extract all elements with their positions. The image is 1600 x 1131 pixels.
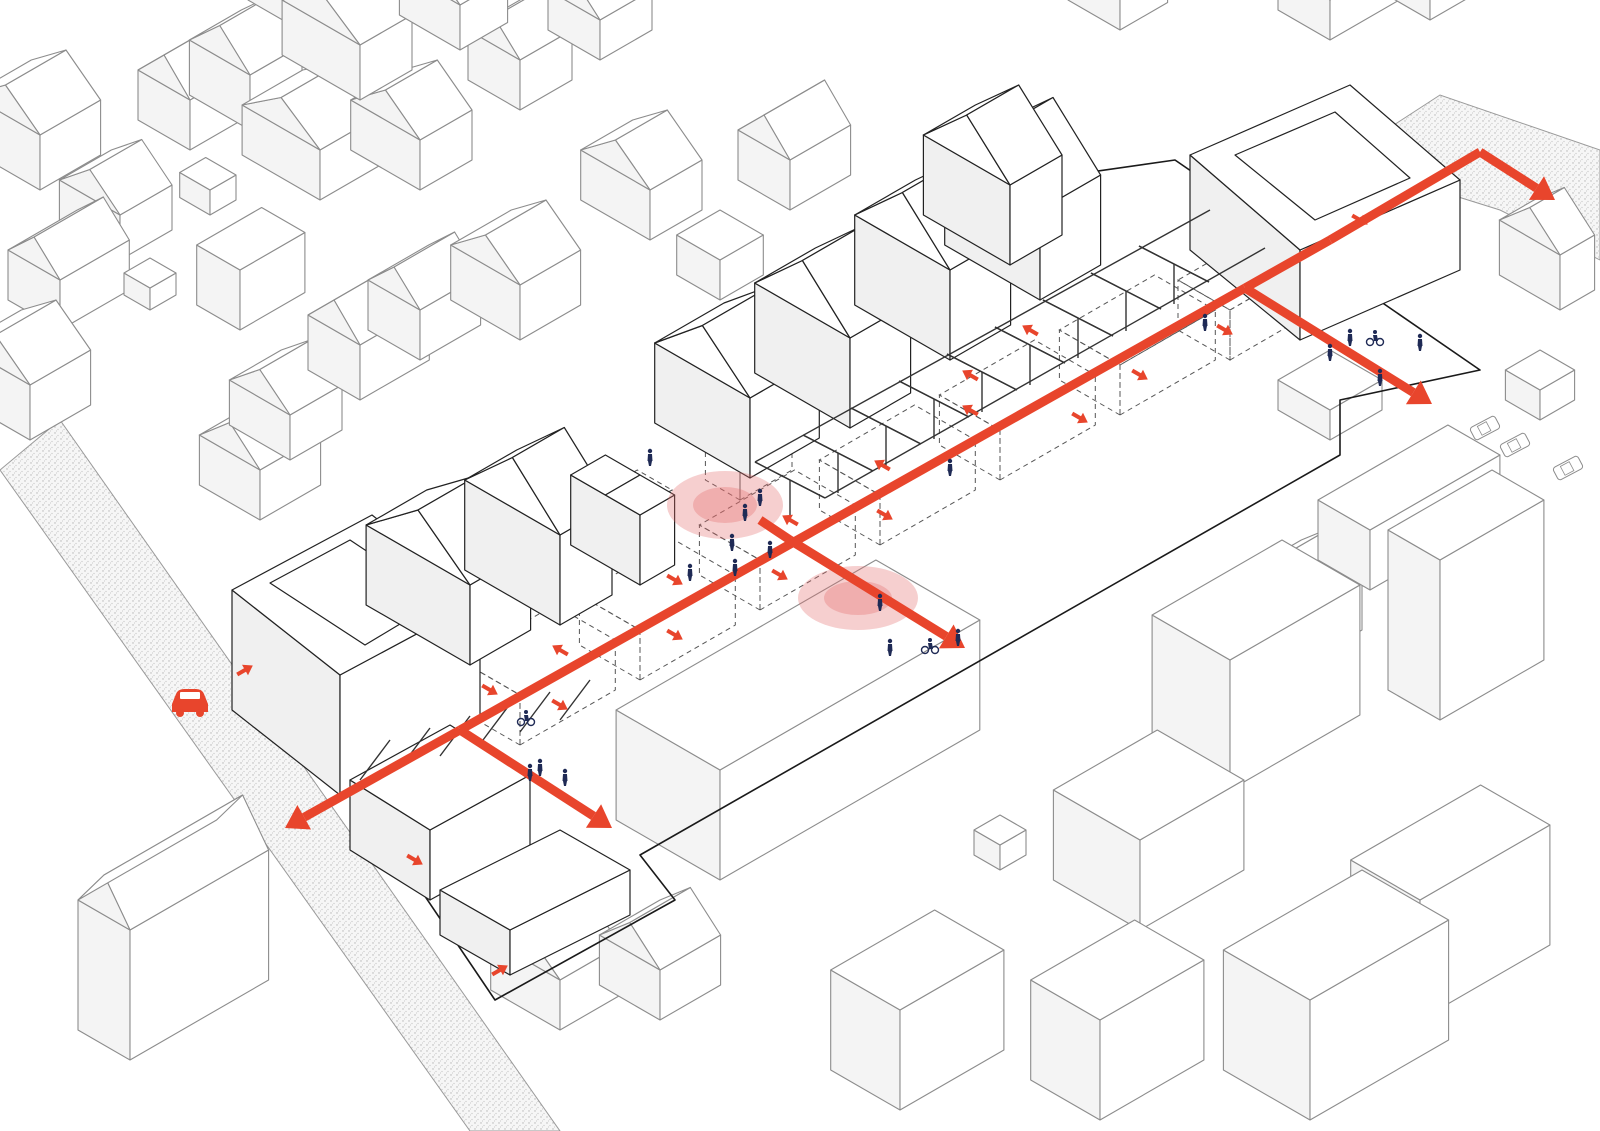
project-buildings xyxy=(231,84,1461,976)
gathering-zone-north-inner xyxy=(693,487,757,523)
direction-arrow-icon xyxy=(406,853,423,866)
route-arrow xyxy=(457,726,612,828)
context-building xyxy=(398,0,509,51)
circulation-routes xyxy=(285,148,1555,830)
direction-arrow-icon xyxy=(1351,213,1368,226)
future-volume xyxy=(1058,274,1217,416)
future-volume xyxy=(938,339,1097,481)
pedestrian-icon xyxy=(1327,343,1333,361)
context-building xyxy=(1504,349,1576,421)
cyclist-icon xyxy=(516,710,536,727)
street-west xyxy=(0,419,561,1131)
cyclist-icon xyxy=(920,638,940,655)
pedestrian-icon xyxy=(877,593,883,611)
context-building xyxy=(1222,869,1450,1121)
gabled-house xyxy=(922,84,1063,266)
direction-arrow-icon xyxy=(876,508,893,521)
direction-arrow-icon xyxy=(666,628,683,641)
pedestrian-icon xyxy=(742,503,748,521)
context-building xyxy=(1387,469,1545,721)
gathering-zone-north xyxy=(667,471,783,539)
direction-arrow-icon xyxy=(962,369,979,382)
parked-cars xyxy=(1469,415,1584,481)
direction-arrow-icon xyxy=(666,573,683,586)
context-building xyxy=(1067,0,1169,31)
context-building xyxy=(0,49,102,191)
pedestrian-icon xyxy=(1377,368,1383,386)
context-building xyxy=(0,299,92,441)
access-arrows xyxy=(236,213,1368,977)
direction-arrow-icon xyxy=(782,514,799,527)
parked-car-icon xyxy=(1499,432,1531,458)
context-building xyxy=(77,794,270,1061)
context-building xyxy=(547,0,653,61)
pedestrian-icon xyxy=(955,628,961,646)
direction-arrow-icon xyxy=(236,664,253,677)
pedestrians xyxy=(516,313,1423,786)
context-building xyxy=(830,909,1005,1111)
context-building xyxy=(737,79,852,211)
context-building xyxy=(580,109,703,241)
pedestrian-icon xyxy=(562,768,568,786)
context-building xyxy=(1030,919,1205,1121)
direction-arrow-icon xyxy=(1022,324,1039,337)
direction-arrow-icon xyxy=(1131,368,1148,381)
pedestrian-icon xyxy=(647,448,653,466)
route-arrow xyxy=(1477,148,1555,200)
context-building xyxy=(281,0,413,101)
pedestrian-icon xyxy=(757,488,763,506)
context-building xyxy=(450,199,582,341)
pedestrian-icon xyxy=(687,563,693,581)
context-building xyxy=(1277,349,1383,441)
context-building xyxy=(1498,186,1596,311)
gathering-zone-south xyxy=(798,566,918,630)
context-building xyxy=(196,206,306,331)
pedestrian-icon xyxy=(947,458,953,476)
direction-arrow-icon xyxy=(1216,323,1233,336)
pedestrian-icon xyxy=(1347,328,1353,346)
pedestrian-icon xyxy=(1202,313,1208,331)
context-building xyxy=(1277,0,1400,41)
direction-arrow-icon xyxy=(551,698,568,711)
context-building xyxy=(179,156,237,216)
parked-car-icon xyxy=(1552,455,1584,481)
car-icon xyxy=(172,689,208,717)
context-building xyxy=(1052,729,1245,931)
direction-arrow-icon xyxy=(962,404,979,417)
pedestrian-icon xyxy=(1417,333,1423,351)
context-building xyxy=(1151,539,1361,791)
direction-arrow-icon xyxy=(552,644,569,657)
route-arrow xyxy=(285,726,463,830)
gabled-house xyxy=(570,454,676,586)
gathering-zones xyxy=(667,471,918,630)
direction-arrow-icon xyxy=(491,964,508,977)
pedestrian-icon xyxy=(527,763,533,781)
context-building xyxy=(973,814,1027,871)
route-arrow xyxy=(1242,284,1432,405)
direction-arrow-icon xyxy=(771,568,788,581)
direction-arrow-icon xyxy=(874,459,891,472)
pedestrian-icon xyxy=(887,638,893,656)
pedestrian-icon xyxy=(537,758,543,776)
context-building xyxy=(615,559,981,881)
direction-arrow-icon xyxy=(481,683,498,696)
context-building xyxy=(123,257,177,311)
context-building xyxy=(676,209,764,301)
pedestrian-icon xyxy=(767,540,773,558)
context-building xyxy=(1394,0,1466,21)
direction-arrow-icon xyxy=(1071,411,1088,424)
pedestrian-icon xyxy=(732,558,738,576)
pedestrian-icon xyxy=(729,533,735,551)
context-building xyxy=(228,338,343,461)
cyclist-icon xyxy=(1365,330,1385,347)
northeast-courtyard-block xyxy=(1189,84,1461,341)
parked-car-icon xyxy=(1469,415,1501,441)
